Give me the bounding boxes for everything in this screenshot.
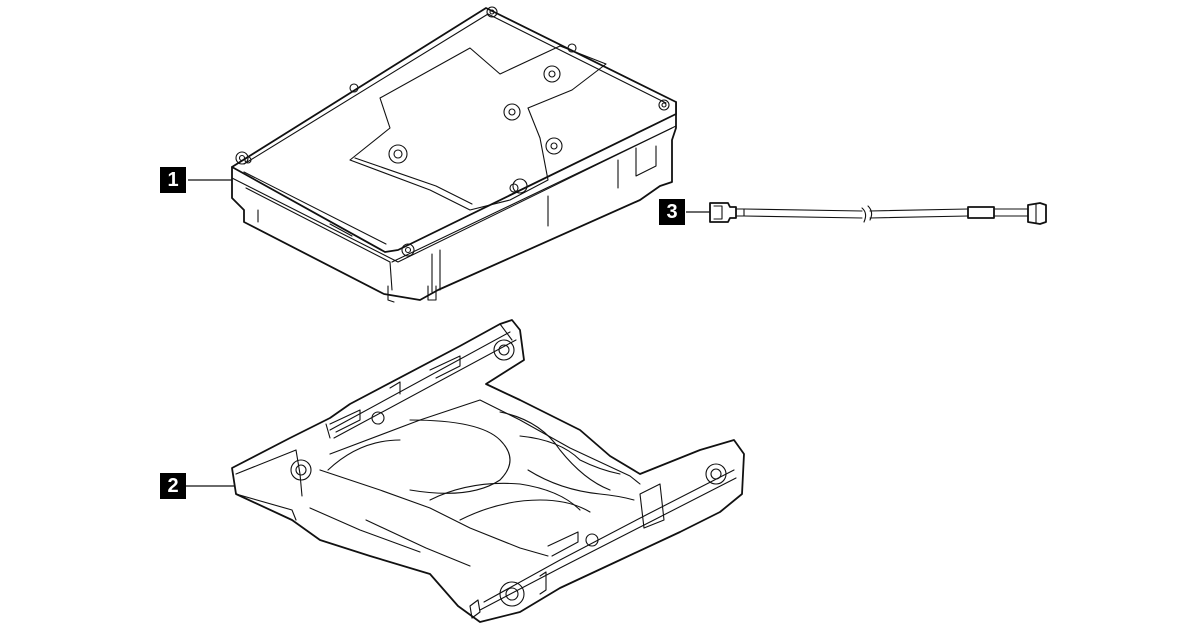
leader-lines (186, 179, 710, 487)
hard-disk-drive (231, 6, 677, 303)
sata-cable (709, 202, 1047, 225)
drive-adapter-tray (231, 319, 745, 623)
callout-3: 3 (659, 199, 685, 225)
callout-1: 1 (160, 167, 186, 193)
callout-2: 2 (160, 473, 186, 499)
